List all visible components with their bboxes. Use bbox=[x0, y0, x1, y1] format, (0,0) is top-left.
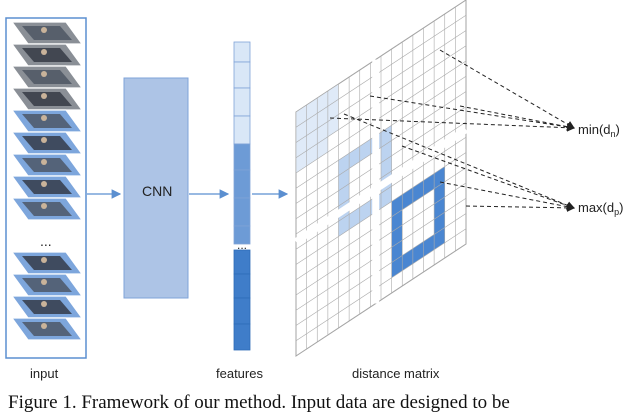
feature-cell bbox=[233, 41, 251, 63]
input-stack bbox=[5, 17, 87, 359]
feature-cell bbox=[233, 115, 251, 145]
dashed-arrow bbox=[401, 145, 575, 210]
dashed-arrow bbox=[465, 203, 575, 212]
feature-cell bbox=[233, 273, 251, 299]
person-photo-icon bbox=[10, 21, 84, 45]
feature-vector bbox=[233, 41, 251, 351]
min-dn-label: min(dn) bbox=[578, 122, 620, 139]
cnn-block bbox=[123, 77, 189, 299]
person-photo-icon bbox=[10, 65, 84, 89]
dashed-arrow bbox=[439, 49, 575, 129]
feature-cell bbox=[233, 225, 251, 245]
person-photo-icon bbox=[10, 175, 84, 199]
figure-caption: Figure 1. Framework of our method. Input… bbox=[8, 392, 510, 413]
person-photo-icon bbox=[10, 153, 84, 177]
dashed-arrow bbox=[439, 181, 575, 211]
person-photo-icon bbox=[10, 295, 84, 319]
distance-matrix-label: distance matrix bbox=[352, 366, 440, 381]
feature-cell bbox=[233, 61, 251, 89]
input-ellipsis: ... bbox=[40, 233, 52, 249]
distance-matrix bbox=[294, 0, 468, 357]
feature-cell bbox=[233, 297, 251, 325]
person-photo-icon bbox=[10, 197, 84, 221]
feature-cell bbox=[233, 87, 251, 117]
feature-cell bbox=[233, 249, 251, 275]
dashed-arrow bbox=[329, 117, 575, 132]
person-photo-icon bbox=[10, 273, 84, 297]
person-photo-icon bbox=[10, 317, 84, 341]
dashed-arrow bbox=[459, 105, 575, 131]
selection-arrows bbox=[329, 49, 575, 212]
feature-cell bbox=[233, 169, 251, 199]
input-images bbox=[10, 21, 84, 341]
person-photo-icon bbox=[10, 131, 84, 155]
feature-cell bbox=[233, 143, 251, 171]
max-dp-label: max(dp) bbox=[578, 200, 623, 217]
feature-cell bbox=[233, 197, 251, 227]
cnn-label: CNN bbox=[142, 183, 172, 199]
features-ellipsis: ... bbox=[237, 238, 247, 252]
person-photo-icon bbox=[10, 251, 84, 275]
person-photo-icon bbox=[10, 87, 84, 111]
input-label: input bbox=[30, 366, 59, 381]
person-photo-icon bbox=[10, 43, 84, 67]
feature-cell bbox=[233, 323, 251, 351]
features-label: features bbox=[216, 366, 263, 381]
person-photo-icon bbox=[10, 109, 84, 133]
